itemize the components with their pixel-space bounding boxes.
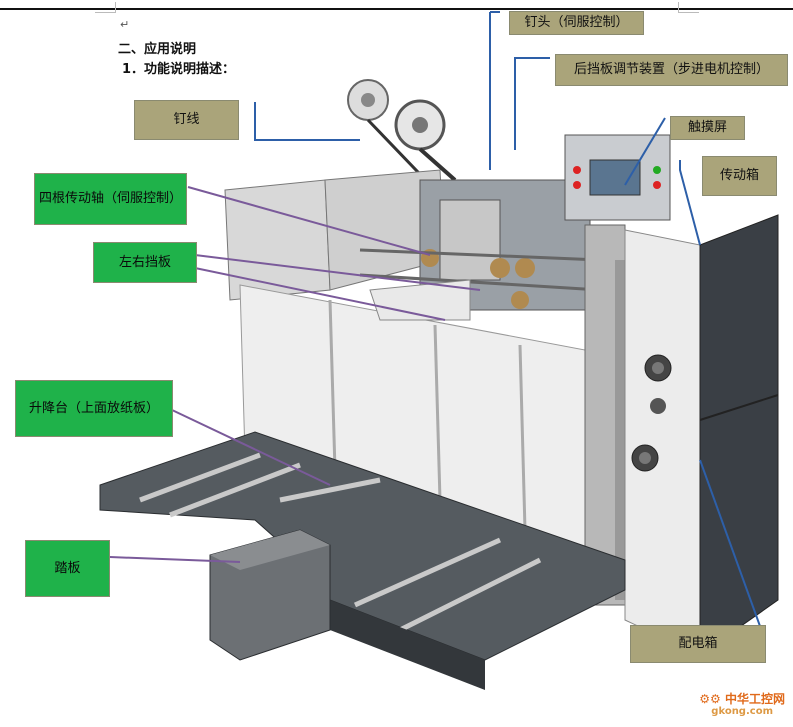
label-staple-wire: 钉线 [134, 100, 239, 140]
label-pedal: 踏板 [25, 540, 110, 597]
label-side-guides: 左右挡板 [93, 242, 197, 283]
label-four-shafts: 四根传动轴（伺服控制） [34, 173, 187, 225]
paragraph-mark: ↵ [120, 18, 130, 31]
label-electric-box: 配电箱 [630, 625, 766, 663]
watermark-url: gkong.com [711, 706, 773, 717]
page-corner-mark-right [678, 2, 699, 13]
section-heading: 二、应用说明 [118, 42, 197, 57]
wire-reel-icon [347, 79, 471, 197]
subsection-heading: 1．功能说明描述： [122, 62, 236, 77]
page-top-rule [0, 8, 793, 10]
label-transmission-box: 传动箱 [702, 156, 777, 196]
label-back-stop: 后挡板调节装置（步进电机控制） [555, 54, 788, 86]
watermark-name: 中华工控网 [724, 691, 785, 706]
page-corner-mark-left [95, 2, 116, 13]
label-lift-table: 升降台（上面放纸板） [15, 380, 173, 437]
label-touch-screen: 触摸屏 [670, 116, 745, 140]
fan-grille-icon [631, 354, 672, 472]
label-stapler-head: 钉头（伺服控制） [509, 11, 644, 35]
gear-icon: ⚙⚙ [699, 691, 721, 706]
watermark-logo: ⚙⚙ 中华工控网 gkong.com [699, 691, 785, 717]
